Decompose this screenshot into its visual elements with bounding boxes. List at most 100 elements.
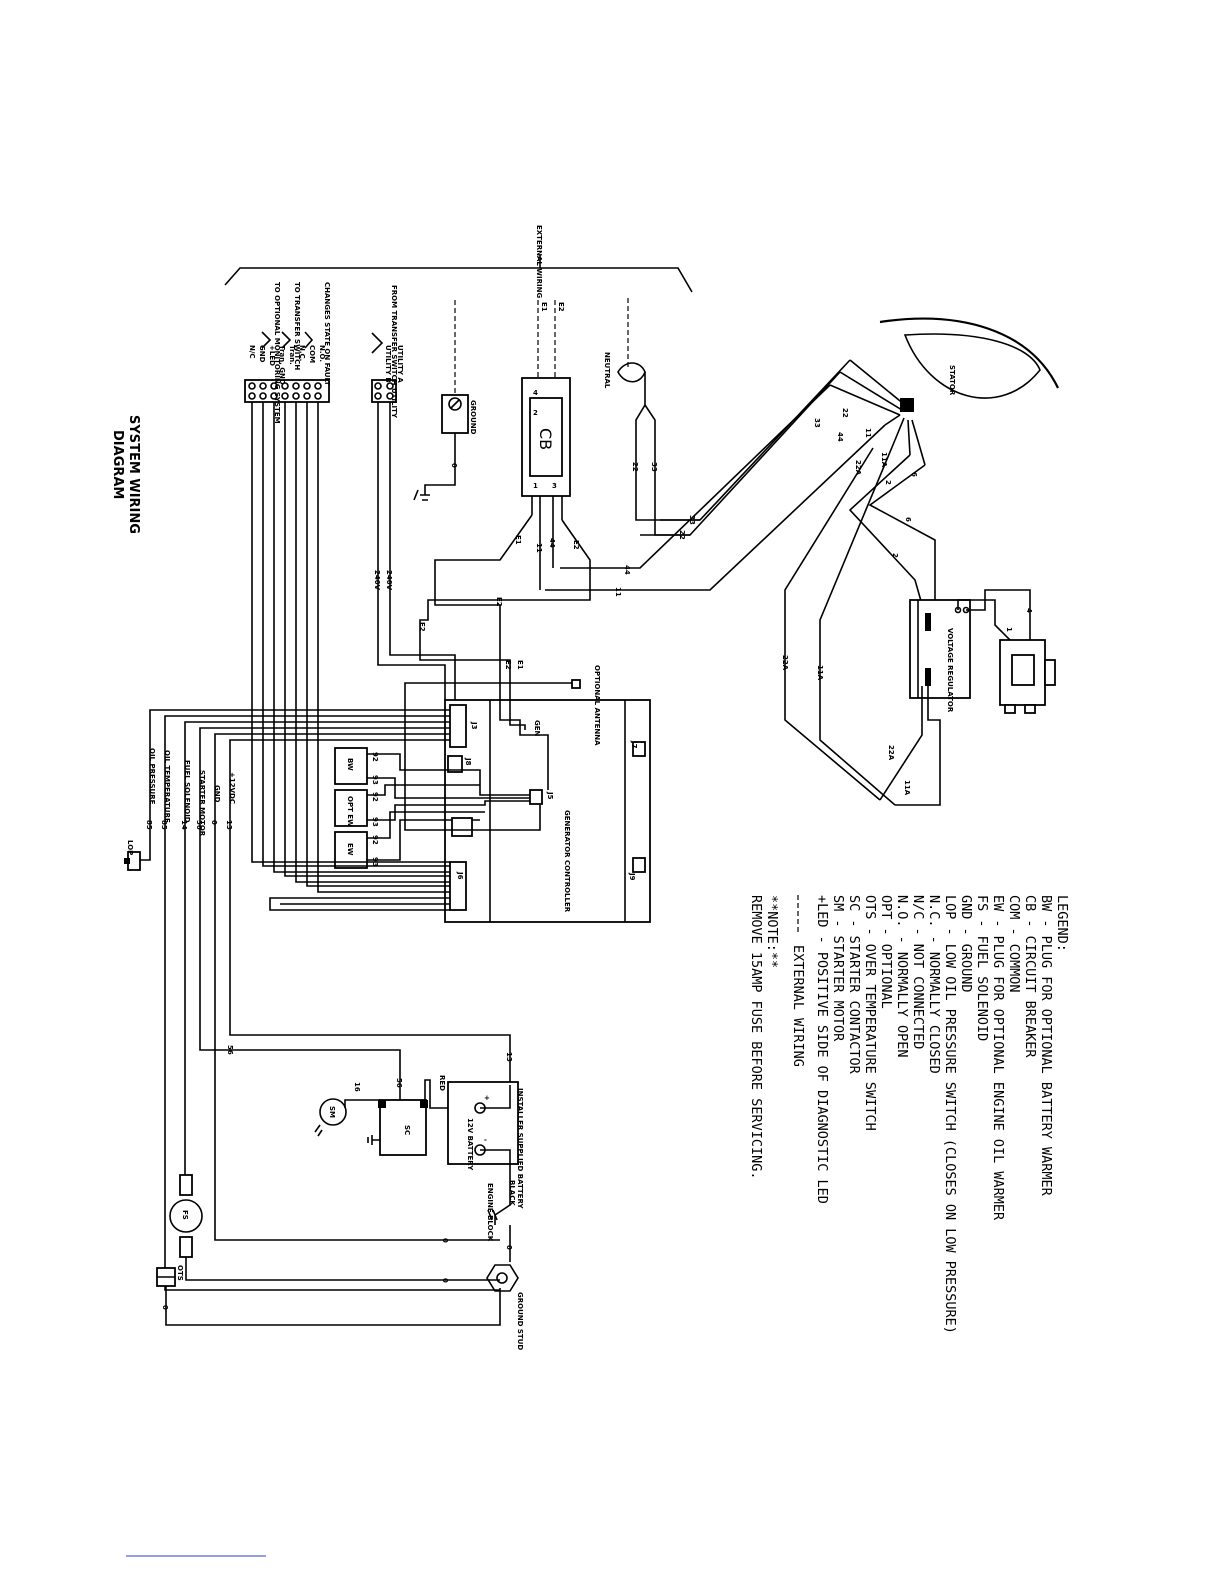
- svg-text:+LED: +LED: [268, 345, 276, 366]
- svg-text:240V: 240V: [385, 570, 393, 591]
- svg-text:E2: E2: [572, 540, 580, 550]
- svg-text:44: 44: [836, 432, 844, 442]
- svg-text:+12VDC: +12VDC: [228, 772, 236, 804]
- svg-text:E2: E2: [557, 302, 565, 312]
- svg-text:0: 0: [441, 1238, 449, 1243]
- svg-text:1: 1: [1005, 627, 1013, 632]
- svg-text:13: 13: [225, 820, 233, 830]
- svg-text:22A: 22A: [854, 460, 862, 476]
- svg-text:33: 33: [650, 462, 658, 472]
- svg-text:E2: E2: [418, 622, 426, 632]
- svg-text:J5: J5: [546, 791, 554, 800]
- svg-text:2: 2: [884, 480, 892, 485]
- svg-text:GND: GND: [213, 785, 221, 803]
- ground-connection: GROUND 0: [413, 300, 477, 501]
- ground-stud: GROUND STUD 0 0: [441, 1238, 524, 1350]
- cb-output-wires: E1 E2 E2 E2 E2 E1 11 44: [418, 514, 591, 700]
- svg-text:COM - COMMON: COM - COMMON: [1006, 895, 1022, 993]
- svg-text:92: 92: [371, 792, 379, 802]
- voltage-regulator: VOLTAGE REGULATOR 4 1: [879, 589, 1033, 806]
- svg-text:STARTER MOTOR: STARTER MOTOR: [198, 770, 206, 837]
- svg-text:+: +: [484, 1094, 490, 1102]
- svg-text:4: 4: [533, 389, 538, 397]
- svg-text:OTS: OTS: [176, 1265, 184, 1281]
- svg-text:22: 22: [631, 462, 639, 472]
- svg-text:CHANGES STATE ON FAULT: CHANGES STATE ON FAULT: [323, 282, 331, 386]
- svg-text:RED: RED: [438, 1075, 446, 1091]
- svg-text:SM - STARTER MOTOR: SM - STARTER MOTOR: [830, 895, 846, 1042]
- svg-text:56: 56: [195, 820, 203, 830]
- svg-text:11A: 11A: [903, 780, 911, 796]
- svg-text:J9: J9: [628, 872, 636, 881]
- svg-text:85: 85: [160, 820, 168, 830]
- svg-text:+LED - POSITIVE SIDE OF DIAGNO: +LED - POSITIVE SIDE OF DIAGNOSTIC LED: [814, 895, 830, 1204]
- svg-text:SM: SM: [328, 1106, 336, 1118]
- svg-text:11A: 11A: [816, 665, 824, 681]
- svg-text:GROUND STUD: GROUND STUD: [516, 1292, 524, 1350]
- svg-text:-: -: [484, 1136, 487, 1144]
- svg-text:N.C.: N.C.: [298, 345, 306, 361]
- svg-text:BLACK: BLACK: [508, 1180, 516, 1206]
- svg-text:FS - FUEL SOLENOID: FS - FUEL SOLENOID: [974, 895, 990, 1041]
- svg-text:16: 16: [353, 1082, 361, 1092]
- svg-text:E2: E2: [495, 597, 503, 607]
- svg-text:CB: CB: [536, 428, 555, 450]
- svg-text:92: 92: [371, 752, 379, 762]
- svg-text:GND - GROUND: GND - GROUND: [958, 895, 974, 993]
- svg-text:0: 0: [450, 463, 458, 468]
- svg-text:N.O.: N.O.: [318, 345, 326, 362]
- svg-text:EXTERNAL WIRING: EXTERNAL WIRING: [790, 945, 806, 1067]
- svg-text:J3: J3: [470, 721, 478, 730]
- svg-text:GEN: GEN: [533, 720, 541, 737]
- svg-text:56: 56: [395, 1078, 403, 1088]
- svg-text:N.O. - NORMALLY OPEN: N.O. - NORMALLY OPEN: [894, 895, 910, 1058]
- svg-text:OPT EW: OPT EW: [346, 796, 354, 827]
- svg-text:SC - STARTER CONTACTOR: SC - STARTER CONTACTOR: [846, 895, 862, 1075]
- svg-text:14: 14: [180, 820, 188, 830]
- svg-text:3: 3: [552, 482, 557, 490]
- fuel-solenoid: FS: [169, 1174, 500, 1281]
- svg-text:12V BATTERY: 12V BATTERY: [466, 1118, 474, 1171]
- svg-text:BW: BW: [346, 758, 354, 771]
- svg-text:J7: J7: [630, 740, 638, 749]
- svg-text:GROUND: GROUND: [469, 400, 477, 435]
- ots-switch: OTS 0: [156, 1265, 501, 1326]
- svg-text:FROM TRANSFER SWITCH UTILITY: FROM TRANSFER SWITCH UTILITY: [390, 285, 398, 419]
- svg-text:OIL TEMPERATURE: OIL TEMPERATURE: [163, 750, 171, 823]
- svg-text:LOP: LOP: [126, 840, 134, 855]
- svg-text:93: 93: [371, 775, 379, 785]
- svg-text:22: 22: [841, 408, 849, 418]
- svg-text:CB - CIRCUIT BREAKER: CB - CIRCUIT BREAKER: [1022, 895, 1038, 1058]
- svg-text:22A: 22A: [781, 655, 789, 671]
- svg-text:N/C: N/C: [248, 345, 256, 359]
- svg-text:UTILITY A: UTILITY A: [396, 345, 404, 383]
- svg-text:FS: FS: [181, 1210, 189, 1220]
- svg-text:44: 44: [623, 565, 631, 575]
- external-wiring-bracket: EXTERNAL WIRING: [224, 225, 693, 298]
- svg-text:EXTERNAL WIRING: EXTERNAL WIRING: [535, 225, 543, 298]
- svg-text:N/C - NOT CONNECTED: N/C - NOT CONNECTED: [910, 895, 926, 1049]
- svg-text:EW - PLUG FOR OPTIONAL ENGINE: EW - PLUG FOR OPTIONAL ENGINE OIL WARMER: [990, 895, 1006, 1221]
- svg-text:OPTIONAL ANTENNA: OPTIONAL ANTENNA: [593, 665, 601, 746]
- svg-text:56: 56: [226, 1045, 234, 1055]
- svg-text:240V: 240V: [373, 570, 381, 591]
- svg-text:SC: SC: [403, 1125, 411, 1135]
- svg-text:E1: E1: [516, 660, 524, 670]
- exciter-component: [999, 639, 1056, 714]
- svg-text:**NOTE:**: **NOTE:**: [764, 895, 780, 968]
- svg-text:11A: 11A: [880, 452, 888, 468]
- svg-text:13: 13: [505, 1052, 513, 1062]
- svg-text:REMOVE 15AMP FUSE BEFORE SERVI: REMOVE 15AMP FUSE BEFORE SERVICING.: [748, 895, 764, 1179]
- neutral-connection: NEUTRAL 22 33: [603, 298, 700, 536]
- svg-text:TO OPTIONAL MONITORING SYSTEM: TO OPTIONAL MONITORING SYSTEM: [273, 282, 281, 424]
- svg-text:2: 2: [891, 553, 899, 558]
- battery-section: 12V BATTERY + - INSTALLER SUPPLIED BATTE…: [314, 1075, 524, 1262]
- svg-text:0: 0: [441, 1278, 449, 1283]
- terminal-block: 240V 240V: [244, 379, 456, 893]
- svg-text:6: 6: [910, 472, 918, 477]
- svg-text:UTILITY B: UTILITY B: [384, 345, 392, 383]
- svg-text:GENERATOR CONTROLLER: GENERATOR CONTROLLER: [563, 810, 571, 913]
- svg-text:6: 6: [904, 517, 912, 522]
- lop-switch: LOP: [124, 830, 151, 871]
